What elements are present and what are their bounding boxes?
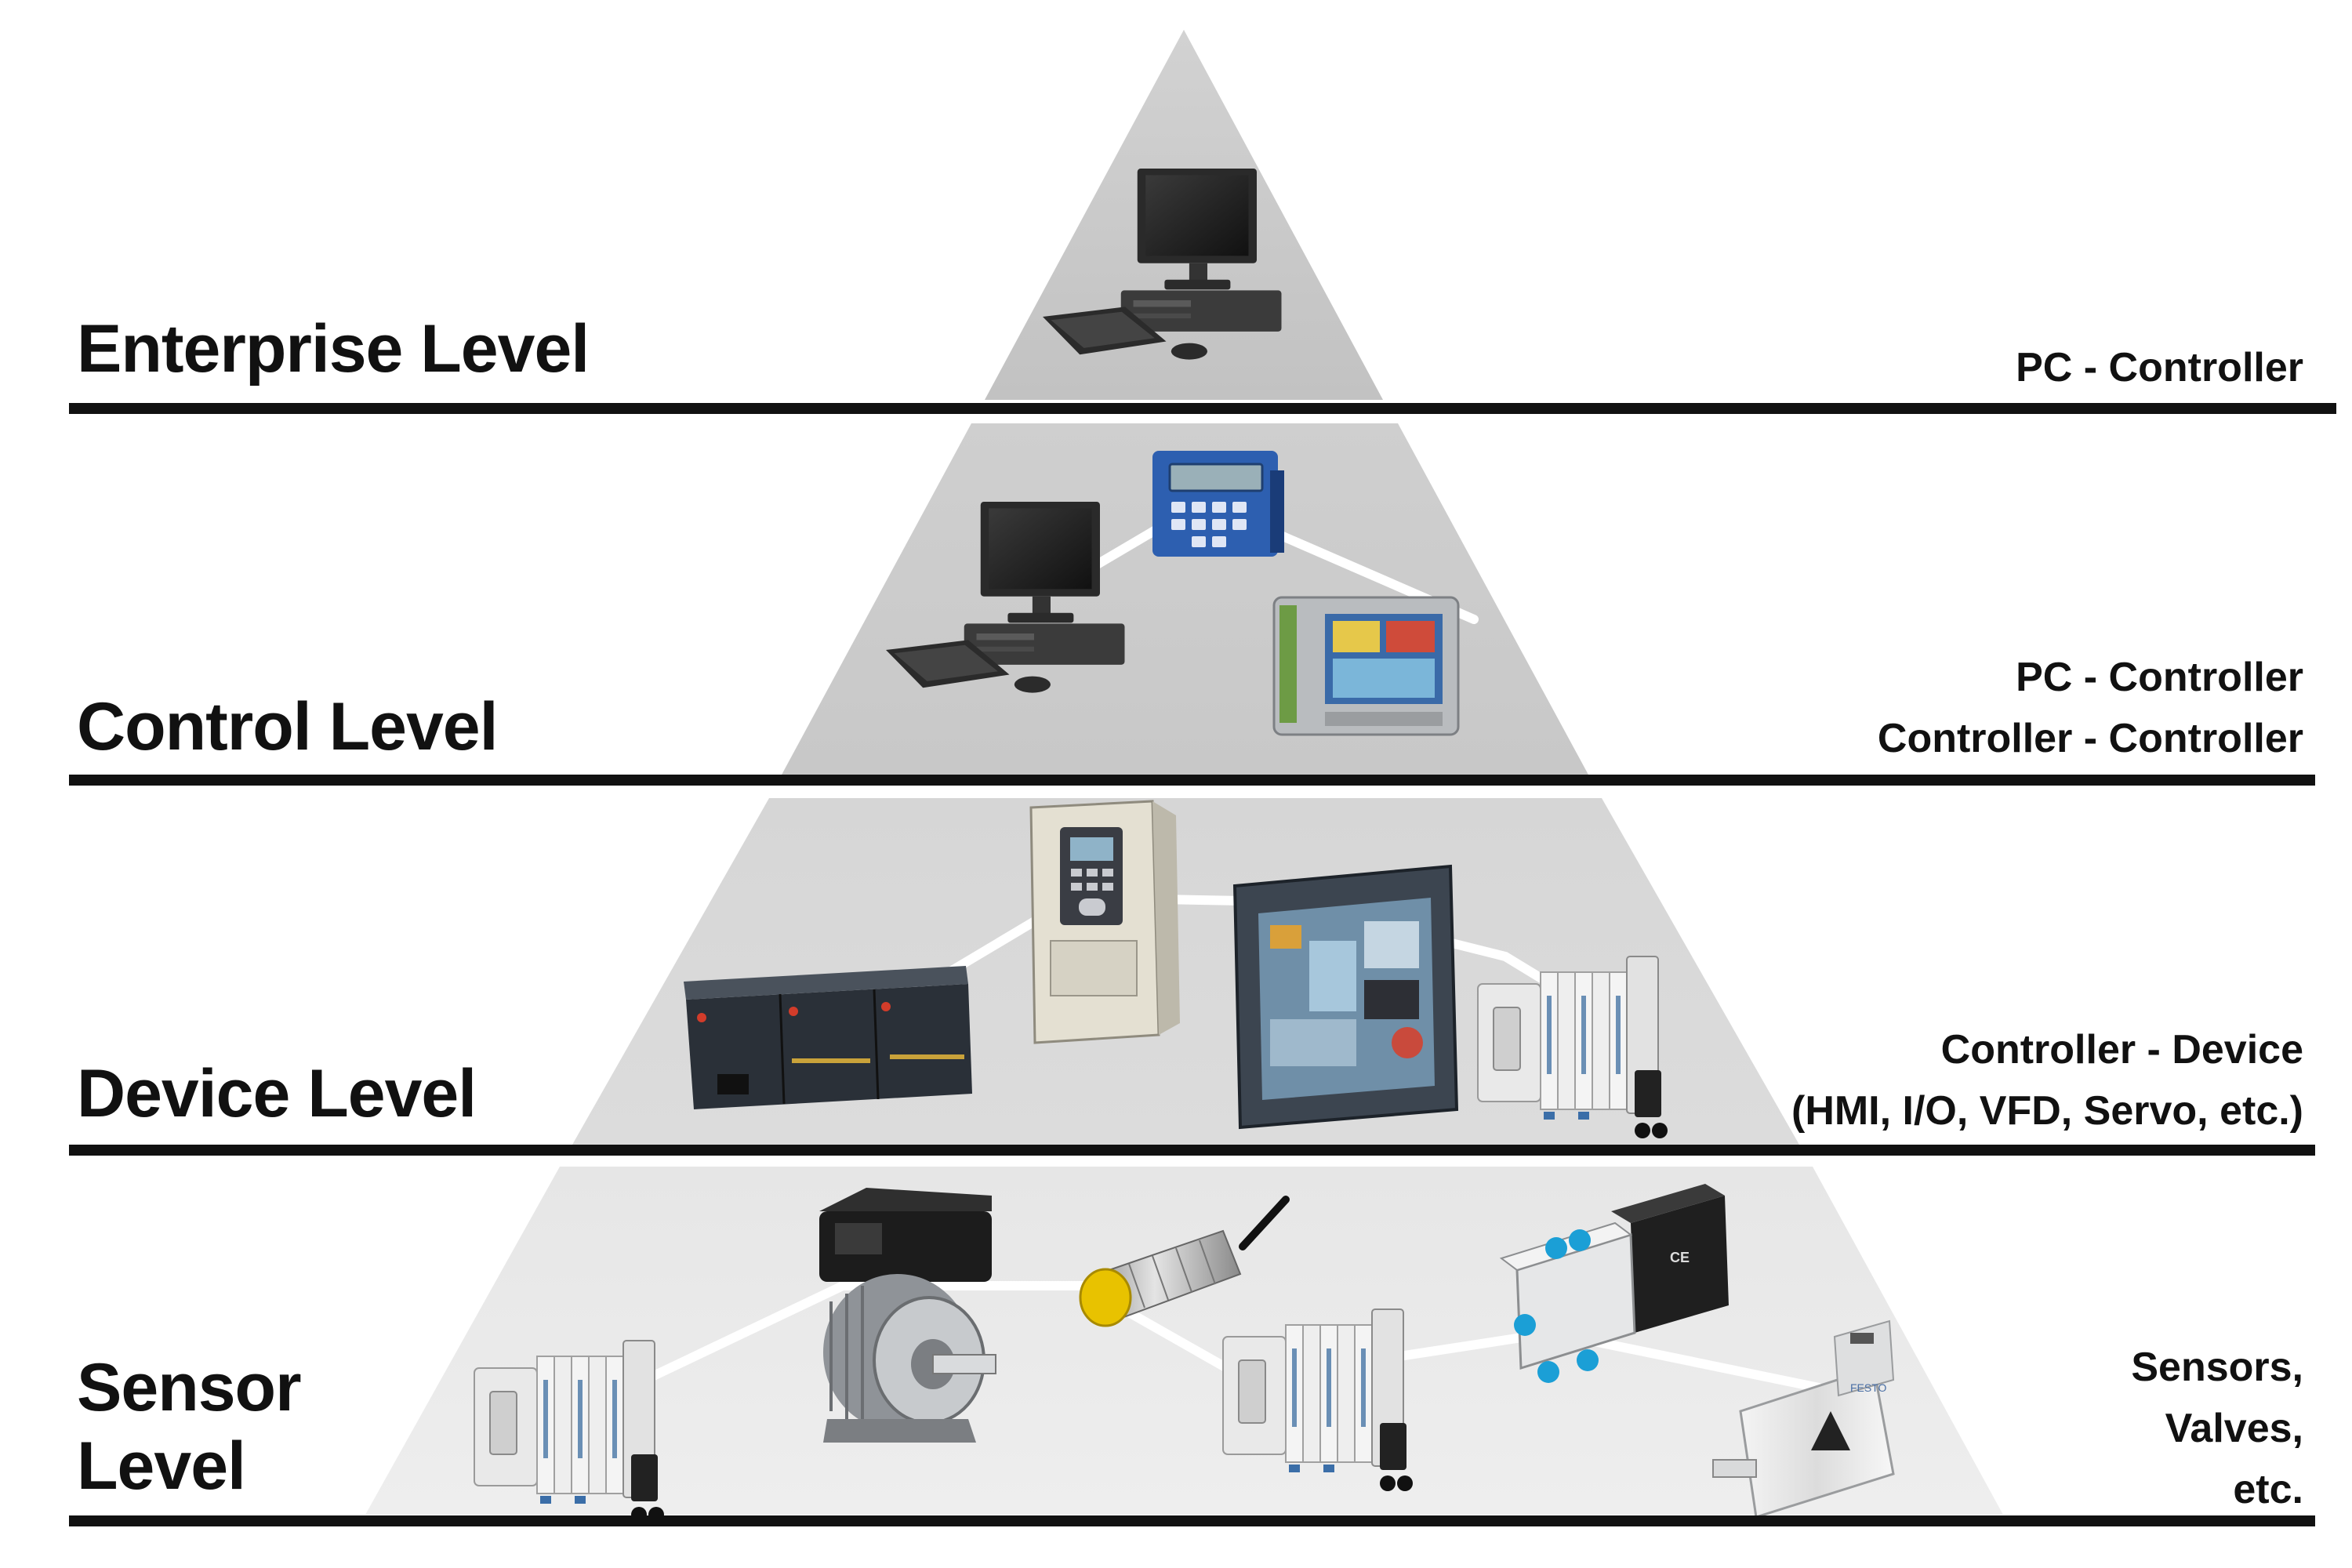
solenoid-valve-icon: CE xyxy=(1499,1184,1729,1383)
divider-device xyxy=(69,1145,2315,1156)
servo-actuator-icon: FESTO xyxy=(1712,1319,1895,1519)
control-level-title: Control Level xyxy=(77,689,499,764)
enterprise-level-title: Enterprise Level xyxy=(77,311,590,387)
control-desc-line-1: PC - Controller xyxy=(2016,655,2303,700)
device-desc-line-2: (HMI, I/O, VFD, Servo, etc.) xyxy=(1791,1088,2303,1134)
plc-with-keypad-icon xyxy=(1152,451,1284,557)
device-desc-line-1: Controller - Device xyxy=(1940,1027,2303,1073)
proximity-sensor-icon xyxy=(1079,1196,1290,1327)
control-level-description: PC - Controller Controller - Controller xyxy=(1878,647,2303,769)
sensor-desc-line-1: Sensors, xyxy=(2131,1345,2303,1390)
sensor-desc-line-2: Valves, xyxy=(2165,1406,2303,1451)
hmi-panel-icon xyxy=(1272,596,1460,736)
divider-enterprise xyxy=(69,403,2336,414)
electric-motor-icon xyxy=(819,1188,996,1443)
divider-control xyxy=(69,775,2315,786)
level-dividers xyxy=(69,403,2336,1526)
device-level-title: Device Level xyxy=(77,1056,477,1131)
divider-sensor xyxy=(69,1515,2315,1526)
enterprise-desc-line: PC - Controller xyxy=(2016,345,2303,390)
vfd-drive-icon xyxy=(1029,800,1180,1044)
enterprise-level-description: PC - Controller xyxy=(2016,337,2303,398)
svg-text:FESTO: FESTO xyxy=(1850,1381,1887,1394)
sensor-title-line-1: Sensor xyxy=(77,1350,302,1425)
sensor-level-title: Sensor Level xyxy=(77,1350,302,1504)
io-module-rack-icon xyxy=(684,966,972,1109)
sensor-level-description: Sensors, Valves, etc. xyxy=(2131,1337,2303,1520)
device-level-description: Controller - Device (HMI, I/O, VFD, Serv… xyxy=(1791,1019,2303,1142)
touchscreen-hmi-icon xyxy=(1232,864,1459,1130)
control-desc-line-2: Controller - Controller xyxy=(1877,716,2303,761)
svg-text:CE: CE xyxy=(1670,1250,1690,1265)
sensor-desc-line-3: etc. xyxy=(2233,1467,2303,1512)
sensor-title-line-2: Level xyxy=(77,1428,246,1504)
